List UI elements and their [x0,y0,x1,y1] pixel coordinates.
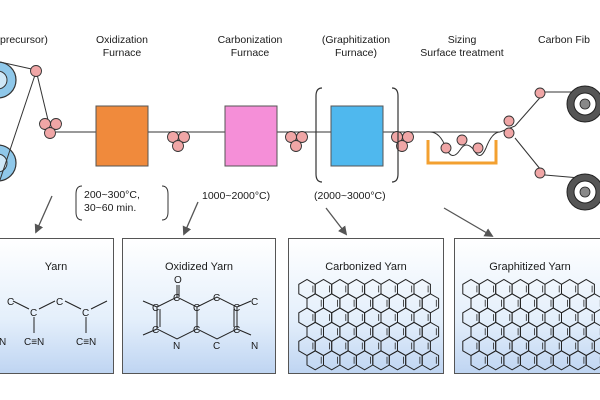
condition-line: 30~60 min. [84,202,137,214]
chem-c: C [152,303,159,314]
roller [534,167,546,179]
stage-label-carbon-fiber: Carbon Fib [538,34,590,46]
chem-c: C [213,341,220,352]
roller [440,142,452,154]
panel-title-yarn: Yarn [44,261,68,273]
stage-label-line: Furnace) [334,47,377,59]
chem-n: N [251,341,258,352]
chem-c: C [213,293,220,304]
roller [402,131,414,143]
stage-label-line: Carbonization [217,34,283,46]
chem-c: C [173,293,180,304]
precursor-spools [0,61,17,182]
chem-cn: C≡N [24,337,44,348]
roller [50,118,62,130]
roller [44,127,56,139]
stage-label-line: Oxidization [96,34,148,46]
roller [30,65,42,77]
arrow-to-carbonized [325,207,348,236]
condition-oxidization: 200~300°C, 30~60 min. [84,189,140,215]
chem-n: N [173,341,180,352]
yarn-structure: C C C C C≡N C≡N N [0,297,108,348]
sizing-bath [426,140,498,165]
roller [178,131,190,143]
chem-n: N [0,337,6,348]
lattice-hexagon [585,293,600,314]
carbonized-lattice [298,278,440,371]
carbonization-furnace [224,105,278,167]
graphitization-bracket-right [391,87,399,183]
chem-o: O [174,275,182,286]
arrow-to-yarn [34,195,53,234]
chem-c: C [251,297,258,308]
panel-title-oxidized: Oxidized Yarn [164,261,234,273]
chem-c: C [193,303,200,314]
stage-label-line: Sizing [447,34,477,46]
graphitized-lattice [462,278,600,371]
oxidization-furnace [95,105,149,167]
condition-carbonization: 1000~2000°C) [202,190,271,202]
stage-label-carbonization: Carbonization Furnace [202,34,298,60]
oxidization-condition-bracket [75,185,83,221]
panel-title-graphitized: Graphitized Yarn [489,261,571,273]
oxidized-structure: O C C C C C C C C C N C N [142,275,258,352]
stage-label-sizing: Sizing Surface treatment [406,34,518,60]
chem-c: C [152,325,159,336]
arrow-to-oxidized [182,201,199,236]
roller [172,140,184,152]
carbon-fiber-spools [566,85,600,211]
chem-c: C [7,297,14,308]
lattice-hexagon [585,350,600,371]
panel-oxidized-yarn: Oxidized Yarn O C C C C C C C C C N C N [122,238,276,374]
roller [503,115,515,127]
panel-graphitized-yarn: Graphitized Yarn [454,238,600,374]
chem-c: C [233,303,240,314]
chem-c: C [30,308,37,319]
chem-cn: C≡N [76,337,96,348]
process-line-diagram [0,61,600,237]
panel-carbonized-yarn: Carbonized Yarn [288,238,444,374]
condition-line: 200~300°C, [84,189,140,201]
panel-yarn: Yarn C C C C C≡N C≡N N [0,238,114,374]
stage-label-line: Furnace [102,47,142,59]
stage-label-line: Surface treatment [420,47,504,59]
chem-c: C [193,325,200,336]
roller [503,127,515,139]
stage-label-graphitization: (Graphitization Furnace) [306,34,406,60]
panel-title-carbonized: Carbonized Yarn [325,261,407,273]
lattice-hexagon [421,350,440,371]
stage-label-line: (Graphitization [321,34,391,46]
roller [290,140,302,152]
carbonization-condition-bracket [161,185,169,221]
roller [456,134,468,146]
graphitization-bracket-left [315,87,323,183]
arrow-to-graphitized [443,207,494,237]
graphitization-furnace [330,105,384,167]
chem-c: C [233,325,240,336]
stage-label-line: Furnace [230,47,270,59]
chem-c: C [56,297,63,308]
stage-arrows [34,195,494,237]
roller [296,131,308,143]
stage-label-precursor: precursor) [0,34,48,46]
chem-c: C [82,308,89,319]
roller [534,87,546,99]
condition-graphitization: (2000~3000°C) [314,190,386,202]
rollers [30,65,546,179]
roller [396,140,408,152]
lattice-hexagon [585,321,600,342]
stage-label-oxidization: Oxidization Furnace [82,34,162,60]
roller [472,142,484,154]
